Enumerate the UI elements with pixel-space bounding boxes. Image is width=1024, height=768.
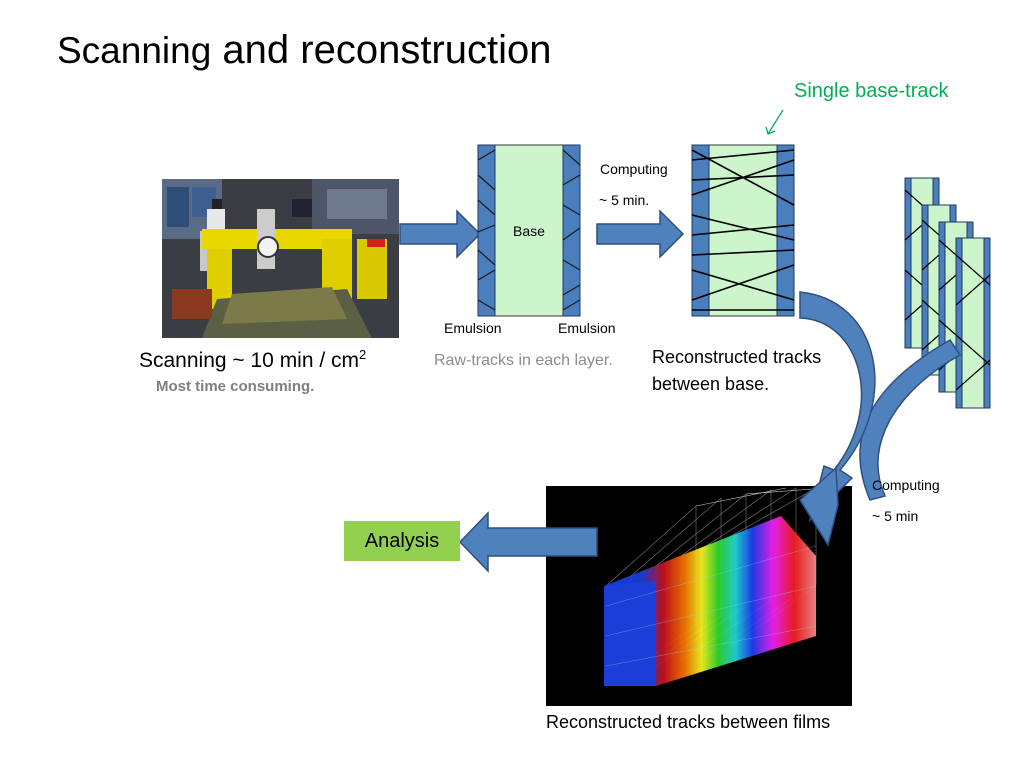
computing-label-2: Computing — [872, 477, 940, 493]
reconstructed-base-film — [691, 144, 795, 317]
scanning-caption: Scanning ~ 10 min / cm2 — [139, 347, 367, 373]
base-label: Base — [513, 223, 545, 239]
arrow-to-raw-tracks — [399, 209, 482, 259]
curved-arrow-from-stack — [859, 339, 962, 501]
title-part-1: Scanning — [57, 30, 212, 71]
reconstructed-base-caption-line1: Reconstructed tracks — [652, 347, 822, 367]
reconstructed-base-caption: Reconstructed tracks between base. — [652, 344, 821, 398]
title-part-2: and reconstruction — [211, 28, 552, 72]
reconstructed-base-caption-line2: between base. — [652, 374, 770, 394]
scanning-station-photo — [162, 179, 399, 338]
emulsion-label-left: Emulsion — [444, 320, 502, 336]
time-label-1: ~ 5 min. — [599, 192, 650, 208]
raw-tracks-film — [477, 144, 581, 317]
raw-tracks-caption: Raw-tracks in each layer. — [434, 352, 613, 369]
slide-title: Scanning and reconstruction — [57, 28, 552, 73]
time-label-2: ~ 5 min — [872, 508, 919, 524]
arrow-to-reconstructed-base — [596, 209, 685, 259]
single-base-track-label: Single base-track — [794, 80, 949, 102]
scanning-caption-superscript: 2 — [359, 347, 367, 362]
reconstructed-films-caption: Reconstructed tracks between films — [546, 712, 831, 732]
emulsion-label-right: Emulsion — [558, 320, 616, 336]
analysis-label: Analysis — [364, 529, 440, 552]
curved-arrow-to-display — [799, 291, 876, 523]
reconstructed-event-display — [546, 486, 852, 706]
computing-label-1: Computing — [600, 161, 668, 177]
scanning-caption-text: Scanning ~ 10 min / cm — [139, 349, 360, 372]
analysis-box: Analysis — [344, 521, 460, 561]
single-base-track-pointer — [767, 109, 784, 135]
arrow-to-analysis — [458, 511, 598, 573]
most-time-consuming-note: Most time consuming. — [156, 378, 315, 395]
